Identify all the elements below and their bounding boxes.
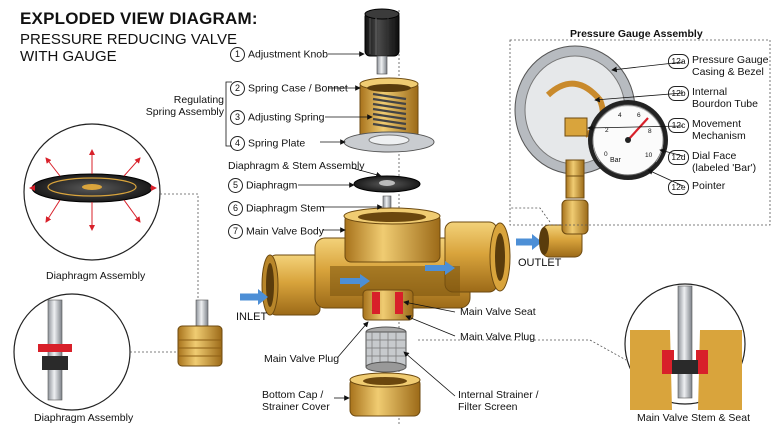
inset-diaphragm-bottom-caption: Diaphragm Assembly xyxy=(34,412,134,424)
inset-diaphragm-bottom xyxy=(13,293,131,411)
inset-diaphragm-top-caption: Diaphragm Assembly xyxy=(46,270,146,282)
outlet-label: OUTLET xyxy=(518,257,562,269)
main-valve-plug-left-label: Main Valve Plug xyxy=(264,353,340,365)
strainer-label: Internal Strainer / Filter Screen xyxy=(458,389,539,413)
internal-strainer xyxy=(365,326,407,373)
main-valve-plug-right-label: Main Valve Plug xyxy=(460,331,536,343)
regulating-assembly-label: Regulating Spring Assembly xyxy=(145,94,224,118)
main-valve-seat-label: Main Valve Seat xyxy=(460,306,536,318)
dial-unit: Bar xyxy=(610,157,622,164)
bottom-cap-label: Bottom Cap / Strainer Cover xyxy=(262,389,330,413)
inset-stem-seat-caption: Main Valve Stem & Seat xyxy=(637,412,751,424)
dial-tick: 0 xyxy=(604,151,608,158)
spring-plate xyxy=(343,131,435,153)
gauge-heading: Pressure Gauge Assembly xyxy=(570,28,703,40)
diaphragm-stem-assembly-label: Diaphragm & Stem Assembly xyxy=(228,160,365,172)
inlet-arrow xyxy=(240,289,268,305)
diaphragm xyxy=(353,175,421,193)
inset-diaphragm-top xyxy=(23,123,161,261)
dial-tick: 6 xyxy=(637,112,641,119)
inlet-label: INLET xyxy=(236,311,268,323)
dial-tick: 4 xyxy=(618,112,622,119)
spring-case-bonnet xyxy=(359,77,419,139)
inset-stem-seat xyxy=(624,283,746,410)
elbow-fitting xyxy=(539,171,589,258)
adjustment-knob xyxy=(364,8,400,75)
stem-cartridge xyxy=(177,299,223,367)
pressure-gauge: Bar 0 2 4 6 8 10 xyxy=(509,39,771,226)
dial-tick: 2 xyxy=(605,127,609,134)
bottom-cap xyxy=(349,372,421,417)
dial-tick: 8 xyxy=(648,128,652,135)
adjusting-spring xyxy=(372,92,407,131)
title-line-1: EXPLODED VIEW DIAGRAM: xyxy=(20,9,258,28)
title-line-2: PRESSURE REDUCING VALVE WITH GAUGE xyxy=(20,31,237,65)
outlet-arrow xyxy=(516,234,542,250)
dial-tick: 10 xyxy=(645,152,653,159)
main-valve-body xyxy=(261,207,511,321)
